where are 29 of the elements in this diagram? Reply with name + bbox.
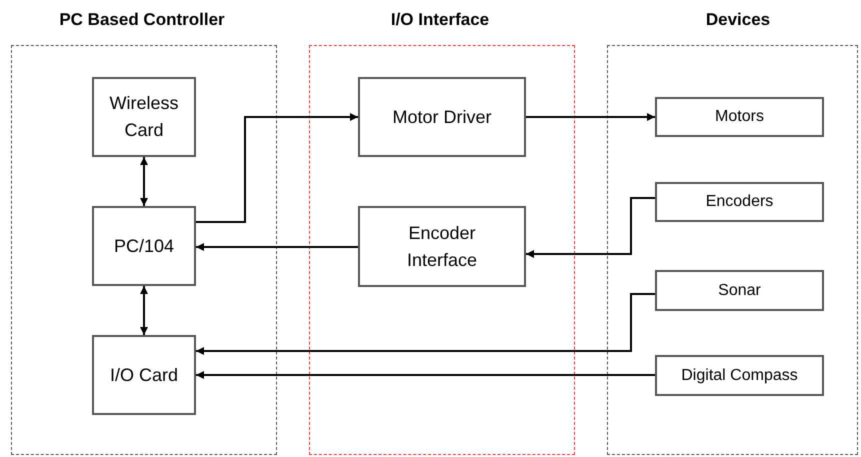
box-label: Encoders [706,192,774,212]
arrow [196,243,358,251]
arrow [526,197,655,258]
box-label: PC/104 [114,234,174,258]
box-label: Digital Compass [681,366,798,386]
box-label: Sonar [718,280,761,300]
box-label: Motors [715,107,764,127]
arrow [526,113,655,121]
group-title: Devices [704,10,772,30]
arrow [196,293,655,355]
process-box [358,77,526,157]
process-box [92,335,196,415]
box-label: Wireless Card [108,92,180,142]
box-label: Motor Driver [392,106,492,128]
process-box [655,97,824,137]
process-box [655,182,824,222]
group-title: PC Based Controller [58,10,226,30]
arrow [140,286,148,335]
arrow [140,157,148,206]
process-box [655,355,824,396]
process-box [92,206,196,286]
box-label: I/O Card [110,364,178,386]
process-box [358,206,526,287]
arrow [196,113,358,223]
process-box [92,77,196,157]
arrow [196,371,655,379]
box-label: Encoder Interface [406,222,478,272]
process-box [655,270,824,311]
group-title: I/O Interface [390,10,490,30]
